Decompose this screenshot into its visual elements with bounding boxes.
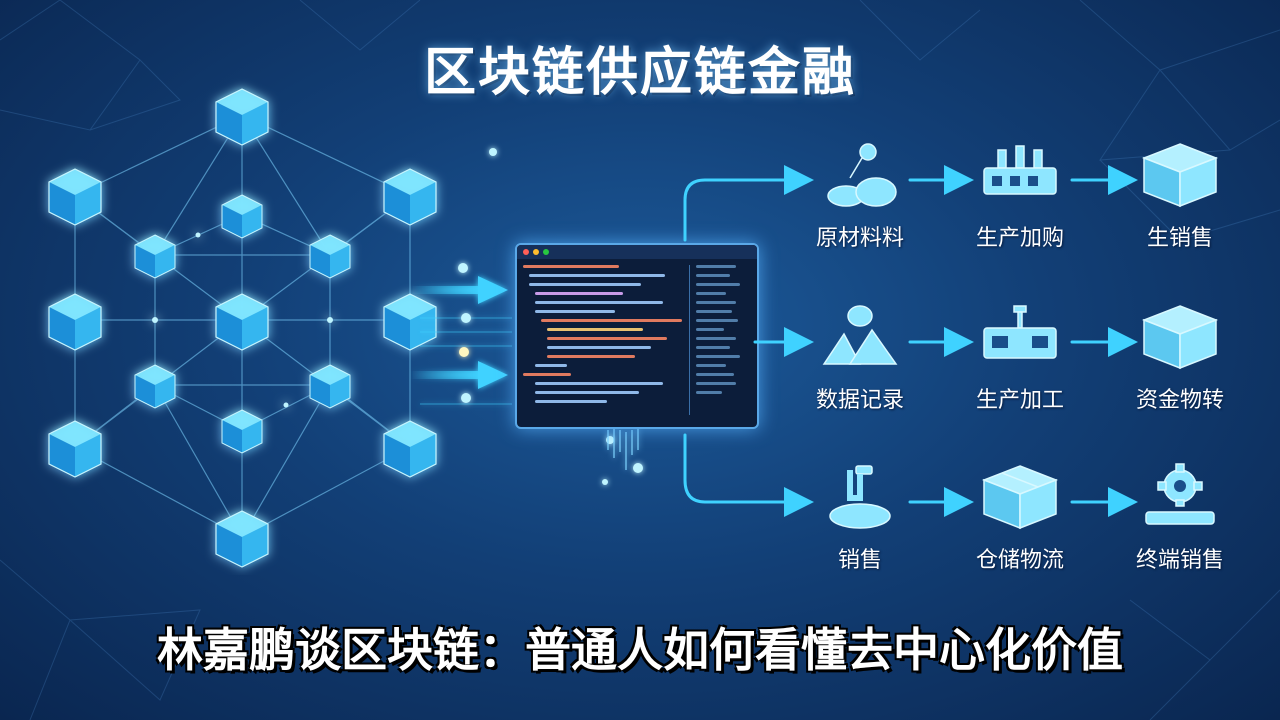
node-label: 仓储物流 [975,548,1064,573]
node-label: 数据记录 [815,388,904,413]
box-icon [1141,305,1219,370]
maximize-dot-icon [543,249,549,255]
node-label: 销售 [837,548,882,573]
flow-node: 仓储物流 [955,462,1085,574]
close-dot-icon [523,249,529,255]
warehouse-box-icon [981,465,1059,530]
flow-node: 生销售 [1115,140,1245,252]
box-icon [1141,143,1219,208]
flow-node: 原材料料 [795,140,925,252]
node-label: 生产加工 [975,388,1064,413]
pipe-icon [829,465,891,529]
flow-node: 资金物转 [1115,302,1245,414]
node-label: 资金物转 [1135,388,1224,413]
code-lines [523,265,683,409]
node-label: 生销售 [1146,226,1213,251]
flow-node: 生产加工 [955,302,1085,414]
data-pile-icon [822,305,898,365]
data-stream-graphic [410,148,643,485]
page-title: 区块链供应链金融 [423,43,856,103]
code-window [515,243,759,429]
node-label: 终端销售 [1135,548,1224,573]
raw-material-icon [827,143,897,207]
flow-connectors [683,165,1138,517]
gear-conveyor-icon [1145,463,1215,525]
code-side-panel [689,265,750,415]
flow-node: 生产加购 [955,140,1085,252]
blockchain-network-graphic [48,88,437,568]
node-label: 原材料料 [815,226,904,251]
window-titlebar [517,245,757,259]
caption-subtitle: 林嘉鹏谈区块链：普通人如何看懂去中心化价值 [157,623,1123,677]
minimize-dot-icon [533,249,539,255]
supply-chain-flow: 原材料料 生产加购 生销售 数据记录 [660,140,1280,600]
flow-node: 数据记录 [795,302,925,414]
factory-icon [983,145,1057,195]
machine-icon [983,305,1057,359]
node-label: 生产加购 [975,226,1064,251]
flow-node: 销售 [795,462,925,574]
flow-node: 终端销售 [1115,462,1245,574]
